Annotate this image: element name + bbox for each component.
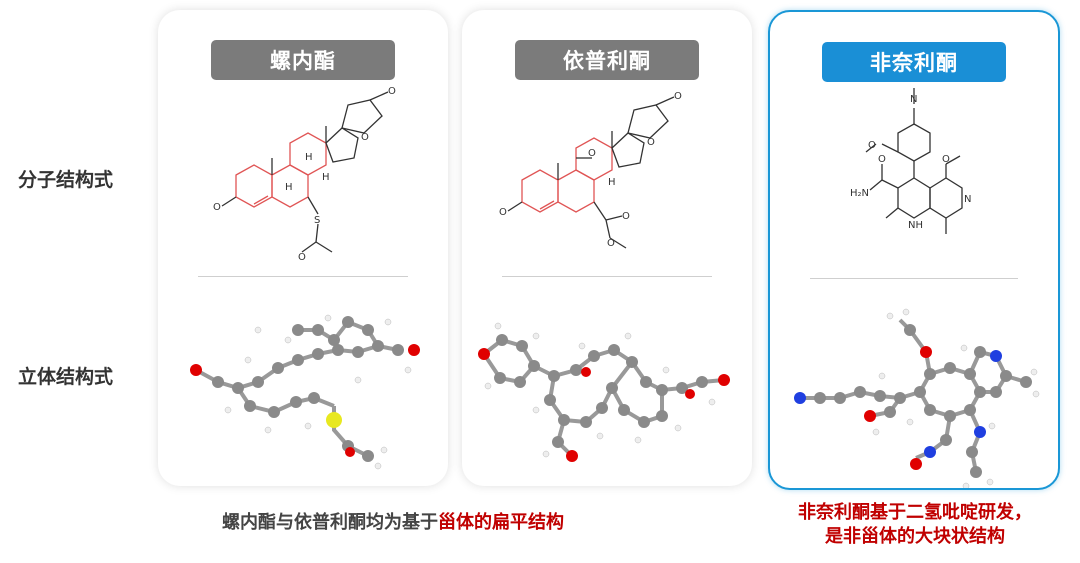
atom-label-o: O: [499, 207, 507, 218]
atom-label-o: O: [213, 202, 221, 213]
atom-label-nh: NH: [908, 220, 923, 231]
atom-label-o: O: [361, 132, 369, 143]
atom-label-o: O: [588, 148, 596, 159]
caption-nonsteroid: 非奈利酮基于二氢吡啶研发， 是非甾体的大块状结构: [752, 501, 1078, 549]
card-finerenone: 非奈利酮 N O O H₂N O N: [768, 10, 1060, 490]
atom-label-o: O: [878, 154, 886, 165]
eplerenone-2d-structure: O O O O O O H: [499, 91, 682, 249]
atom-label-o: O: [868, 140, 876, 151]
card-eplerenone: 依普利酮 O O O O O O H: [462, 10, 752, 486]
card-spironolactone: 螺内酯 O O O: [158, 10, 448, 486]
finerenone-3d-model: [794, 308, 1040, 488]
atom-label-h: H: [608, 177, 616, 188]
atom-label-o: O: [674, 91, 682, 102]
divider: [502, 276, 712, 277]
row-label-structural-formula: 分子结构式: [18, 169, 114, 191]
atom-label-h2n: H₂N: [850, 188, 869, 199]
atom-label-h: H: [305, 152, 313, 163]
atom-label-o: O: [388, 86, 396, 97]
spironolactone-2d-structure: O O O S O H H H: [213, 86, 396, 263]
atom-label-o: O: [298, 252, 306, 263]
drug-name-pill: 非奈利酮: [822, 42, 1006, 82]
caption-steroid: 螺内酯与依普利酮均为基于甾体的扁平结构: [222, 508, 564, 534]
caption-left-prefix: 螺内酯与依普利酮均为基于: [222, 512, 438, 533]
row-label-3d-structure: 立体结构式: [18, 366, 114, 388]
atom-label-s: S: [314, 215, 320, 226]
atom-label-o: O: [647, 137, 655, 148]
drug-name-pill: 螺内酯: [211, 40, 395, 80]
caption-right-line-1: 非奈利酮基于二氢吡啶研发，: [798, 502, 1032, 523]
drug-name-pill: 依普利酮: [515, 40, 699, 80]
atom-label-n: N: [910, 94, 917, 105]
finerenone-2d-structure: N O O H₂N O N NH: [850, 88, 971, 234]
caption-right-line-2: 是非甾体的大块状结构: [825, 526, 1005, 547]
atom-label-o: O: [622, 211, 630, 222]
atom-label-n: N: [964, 194, 971, 205]
atom-label-h: H: [285, 182, 293, 193]
spironolactone-3d-model: [190, 314, 420, 470]
atom-label-o: O: [942, 154, 950, 165]
divider: [198, 276, 408, 277]
divider: [810, 278, 1018, 279]
atom-label-o: O: [607, 238, 615, 249]
caption-left-highlight: 甾体的扁平结构: [438, 512, 564, 533]
eplerenone-3d-model: [478, 322, 730, 462]
atom-label-h: H: [322, 172, 330, 183]
